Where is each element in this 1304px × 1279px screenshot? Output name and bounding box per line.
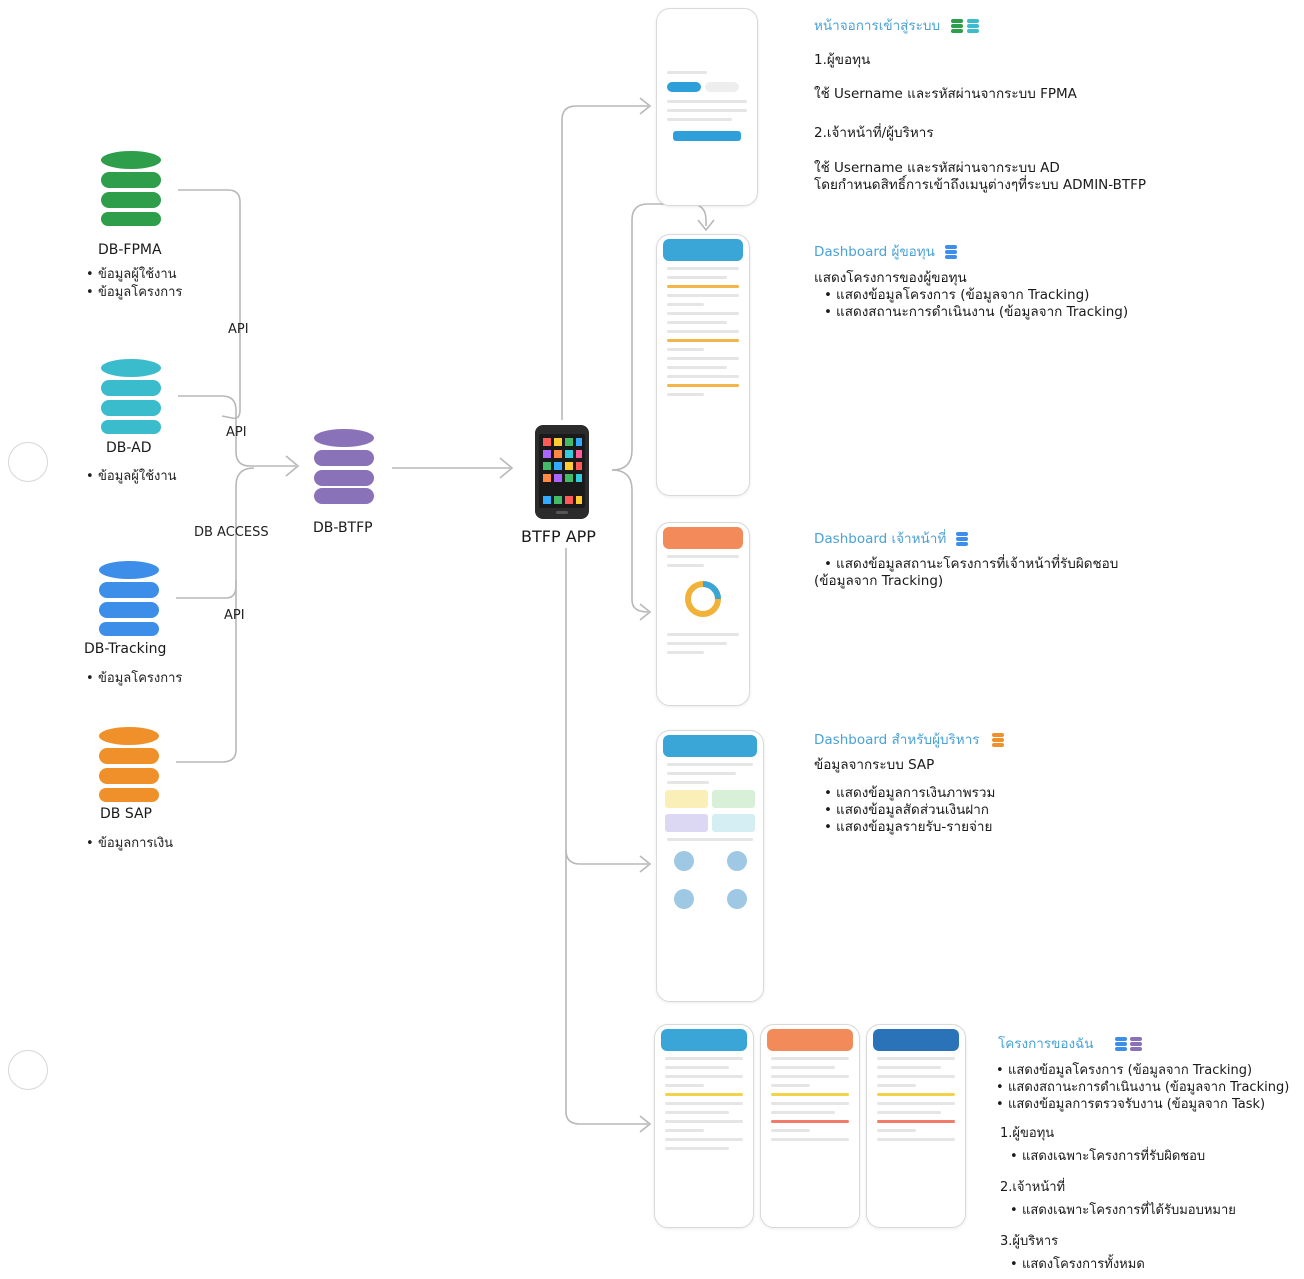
database-icons: [951, 18, 980, 33]
db-sap: [96, 726, 162, 808]
bullet-item: แสดงเฉพาะโครงการที่รับผิดชอบ: [1010, 1148, 1289, 1165]
blue-database-icon: [956, 531, 969, 546]
login-screen-thumbnail: [656, 8, 758, 206]
bullet-continuation: (ข้อมูลจาก Tracking): [814, 573, 944, 589]
section-intro: แสดงโครงการของผู้ขอทุน: [814, 270, 967, 286]
database-icons: [1114, 1036, 1142, 1051]
login-description: 1.ผู้ขอทุน ใช้ Username และรหัสผ่านจากระ…: [814, 52, 1146, 194]
db-fpma-bullets: ข้อมูลผู้ใช้งาน ข้อมูลโครงการ: [84, 266, 182, 302]
db-access-label: DB ACCESS: [194, 525, 269, 540]
db-fpma: [98, 150, 164, 234]
btfp-app-label: BTFP APP: [521, 527, 596, 546]
section-title: Dashboard ผู้ขอทุน: [814, 244, 935, 260]
role-label: 2.เจ้าหน้าที่: [1000, 1180, 1066, 1195]
my-projects-applicant-thumbnail: [654, 1024, 754, 1228]
db-btfp: [312, 428, 376, 510]
role-label: 1.ผู้ขอทุน: [1000, 1126, 1055, 1141]
role-label: 1.ผู้ขอทุน: [814, 52, 871, 68]
dash-staff-description: แสดงข้อมูลสถานะโครงการที่เจ้าหน้าที่รับผ…: [814, 556, 1118, 590]
bullet-item: ข้อมูลผู้ใช้งาน: [86, 468, 176, 486]
bullet-item: แสดงสถานะการดำเนินงาน (ข้อมูลจาก Trackin…: [996, 1079, 1289, 1096]
db-ad: [98, 358, 164, 442]
green-database-icon: [101, 151, 161, 226]
section-title: หน้าจอการเข้าสู่ระบบ: [814, 18, 941, 34]
db-sap-label: DB SAP: [100, 806, 153, 822]
bullet-item: แสดงข้อมูลโครงการ (ข้อมูลจาก Tracking): [824, 287, 1128, 304]
smartphone-icon: [535, 425, 589, 519]
section-intro: ข้อมูลจากระบบ SAP: [814, 757, 935, 773]
dash-staff-section: Dashboard เจ้าหน้าที่: [814, 527, 969, 549]
bullet-item: ข้อมูลโครงการ: [86, 670, 182, 688]
db-ad-bullets: ข้อมูลผู้ใช้งาน: [84, 468, 176, 486]
bullet-item: แสดงเฉพาะโครงการที่ได้รับมอบหมาย: [1010, 1202, 1289, 1219]
db-tracking-label: DB-Tracking: [84, 641, 167, 657]
bullet-item: ข้อมูลผู้ใช้งาน: [86, 266, 182, 284]
dashboard-exec-thumbnail: [656, 730, 764, 1002]
btfp-app-phone: [534, 424, 590, 524]
orange-database-icon: [991, 732, 1004, 747]
hole-punch-mark: [8, 1050, 48, 1090]
db-fpma-label: DB-FPMA: [98, 242, 162, 258]
login-detail: ใช้ Username และรหัสผ่านจากระบบ AD: [814, 160, 1060, 176]
dashboard-applicant-thumbnail: [656, 234, 750, 496]
api-label: API: [224, 608, 245, 623]
teal-database-icon: [101, 359, 161, 434]
bullet-item: ข้อมูลโครงการ: [86, 284, 182, 302]
my-projects-exec-thumbnail: [866, 1024, 966, 1228]
db-tracking-bullets: ข้อมูลโครงการ: [84, 670, 182, 688]
bullet-item: แสดงข้อมูลรายรับ-รายจ่าย: [824, 819, 995, 836]
db-btfp-label: DB-BTFP: [313, 520, 373, 536]
db-ad-label: DB-AD: [106, 440, 152, 456]
section-title: โครงการของฉัน: [998, 1036, 1094, 1052]
bullet-item: แสดงข้อมูลสัดส่วนเงินฝาก: [824, 802, 995, 819]
login-detail: โดยกำหนดสิทธิ์การเข้าถึงเมนูต่างๆที่ระบบ…: [814, 177, 1147, 193]
dashboard-staff-thumbnail: [656, 522, 750, 706]
bullet-item: แสดงสถานะการดำเนินงาน (ข้อมูลจาก Trackin…: [824, 304, 1128, 321]
orange-database-icon: [99, 727, 159, 802]
dash-applicant-description: แสดงโครงการของผู้ขอทุน แสดงข้อมูลโครงการ…: [814, 270, 1128, 321]
donut-chart-icon: [685, 581, 721, 617]
my-projects-section: โครงการของฉัน: [998, 1032, 1143, 1054]
section-title: Dashboard เจ้าหน้าที่: [814, 531, 947, 547]
bullet-item: แสดงข้อมูลสถานะโครงการที่เจ้าหน้าที่รับผ…: [824, 556, 1118, 573]
my-projects-staff-thumbnail: [760, 1024, 860, 1228]
dash-applicant-section: Dashboard ผู้ขอทุน: [814, 240, 958, 262]
blue-database-icon: [945, 244, 958, 259]
blue-database-icon: [99, 561, 159, 636]
hole-punch-mark: [8, 442, 48, 482]
db-sap-bullets: ข้อมูลการเงิน: [84, 835, 173, 853]
my-projects-description: แสดงข้อมูลโครงการ (ข้อมูลจาก Tracking) แ…: [994, 1062, 1289, 1273]
bullet-item: ข้อมูลการเงิน: [86, 835, 173, 853]
role-label: 2.เจ้าหน้าที่/ผู้บริหาร: [814, 125, 934, 141]
login-section: หน้าจอการเข้าสู่ระบบ: [814, 14, 981, 36]
bullet-item: แสดงข้อมูลการเงินภาพรวม: [824, 785, 995, 802]
purple-database-icon: [314, 429, 374, 504]
login-detail: ใช้ Username และรหัสผ่านจากระบบ FPMA: [814, 86, 1077, 102]
dash-exec-description: ข้อมูลจากระบบ SAP แสดงข้อมูลการเงินภาพรว…: [814, 757, 995, 836]
db-tracking: [96, 560, 162, 644]
bullet-item: แสดงโครงการทั้งหมด: [1010, 1256, 1289, 1273]
api-label: API: [228, 322, 249, 337]
role-label: 3.ผู้บริหาร: [1000, 1234, 1059, 1249]
section-title: Dashboard สำหรับผู้บริหาร: [814, 732, 980, 748]
api-label: API: [226, 425, 247, 440]
bullet-item: แสดงข้อมูลโครงการ (ข้อมูลจาก Tracking): [996, 1062, 1289, 1079]
bullet-item: แสดงข้อมูลการตรวจรับงาน (ข้อมูลจาก Task): [996, 1096, 1289, 1113]
dash-exec-section: Dashboard สำหรับผู้บริหาร: [814, 728, 1007, 750]
